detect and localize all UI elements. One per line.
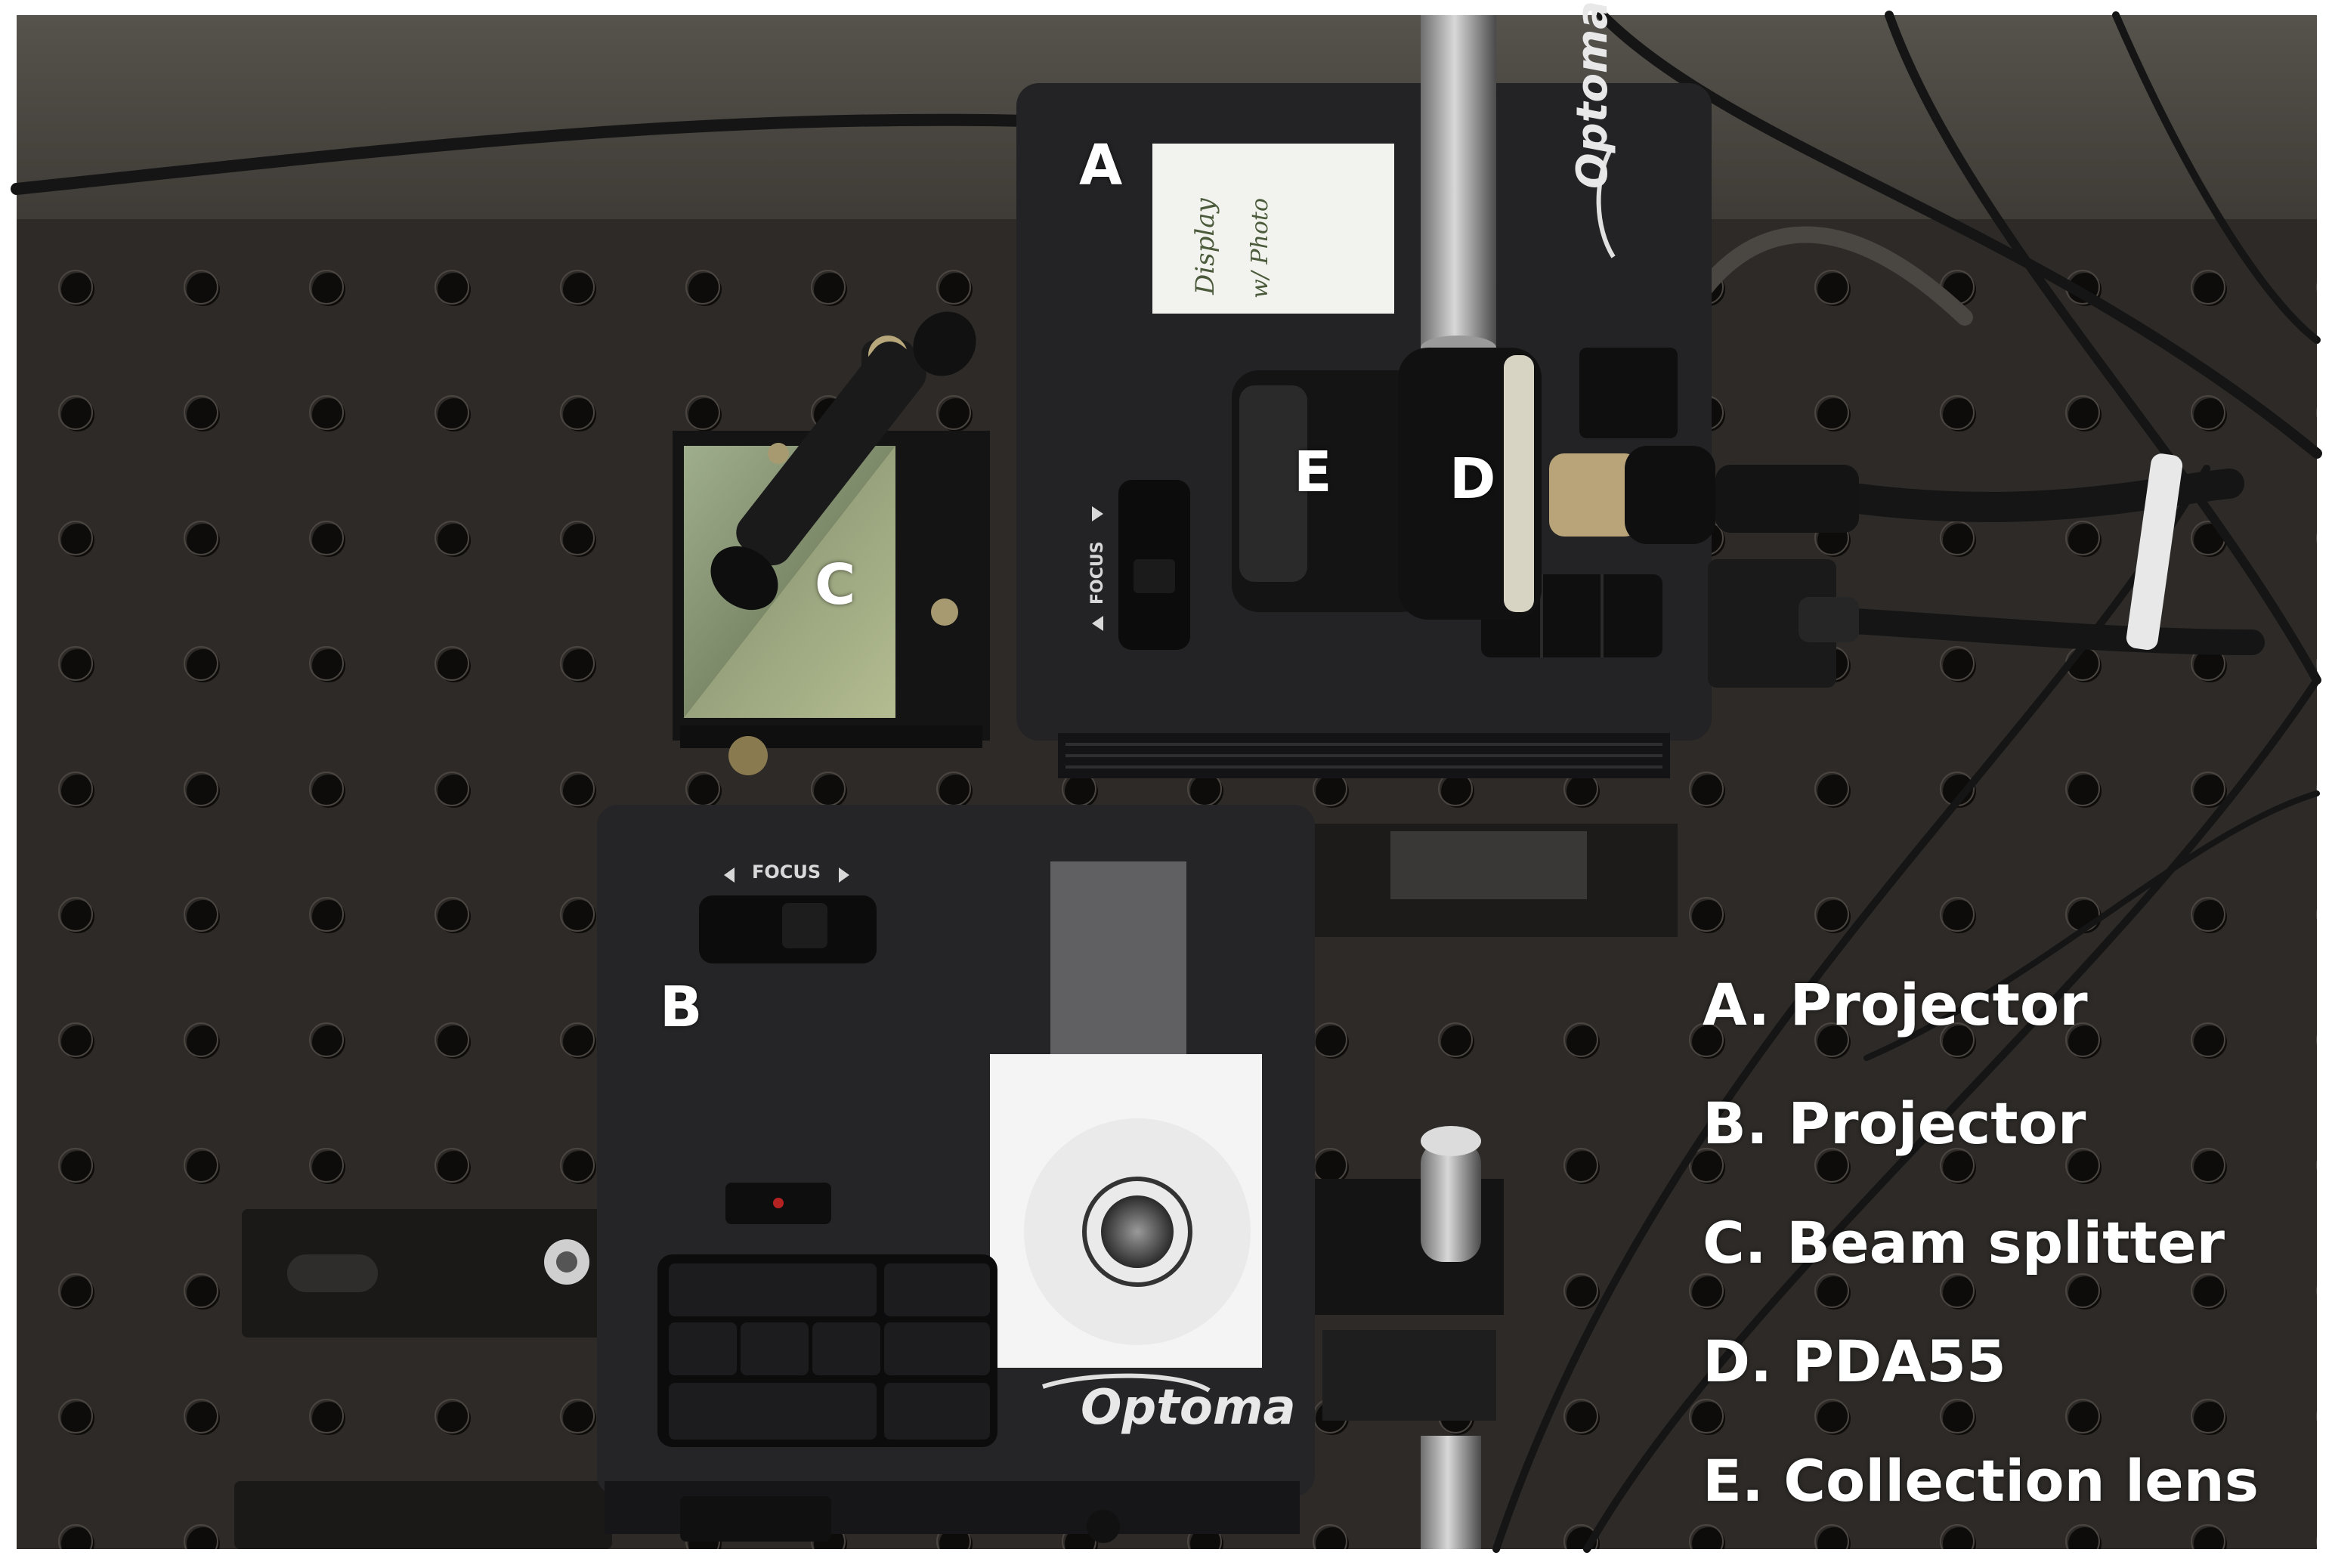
label-e: E [1294, 440, 1332, 505]
rail-clamp [1390, 831, 1587, 899]
legend-item-b: B. Projector [1703, 1090, 2086, 1157]
cables [11, 10, 2322, 1553]
post [1421, 1141, 1481, 1262]
beam-splitter [673, 311, 990, 775]
optoma-logo-a: Optoma [1568, 0, 1617, 189]
label-a: A [1079, 133, 1123, 198]
legend-item-c: C. Beam splitter [1703, 1209, 2225, 1276]
legend-item-e: E. Collection lens [1703, 1447, 2259, 1514]
sticky-note [1152, 144, 1394, 314]
note-line-2: w/ Photo [1247, 197, 1273, 298]
legend-item-a: A. Projector [1703, 971, 2088, 1038]
focus-label-a: FOCUS [1088, 541, 1107, 605]
projector-b [597, 805, 1315, 1543]
left-rail-upper [242, 1209, 620, 1338]
label-b: B [660, 975, 703, 1040]
note-line-1: Display [1190, 198, 1220, 295]
cable-tag [2126, 453, 2183, 650]
detector-assembly [1232, 348, 1859, 688]
optoma-logo-b: Optoma [1081, 1380, 1296, 1436]
post-base [1322, 1330, 1496, 1421]
tape-strip [1050, 861, 1186, 1058]
label-c: C [815, 552, 856, 617]
legend-item-d: D. PDA55 [1703, 1328, 2006, 1395]
mounting-rod [1421, 15, 1496, 348]
rail-slot [287, 1254, 378, 1292]
left-rail-lower [234, 1481, 612, 1549]
label-d: D [1449, 447, 1496, 512]
focus-label-b: FOCUS [752, 861, 821, 883]
